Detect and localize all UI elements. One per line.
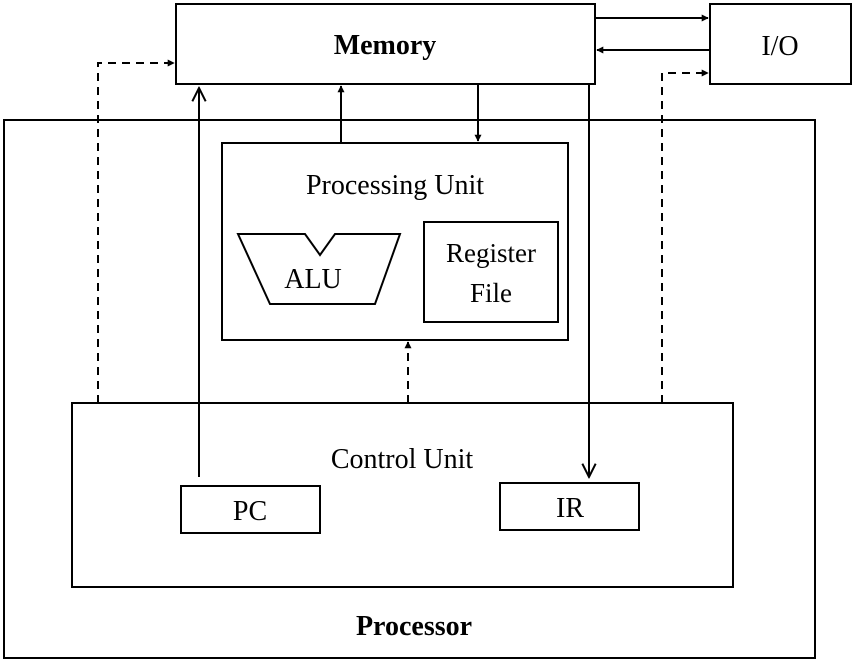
alu-label: ALU xyxy=(284,264,342,295)
control-to-memory-dashed-arrow xyxy=(97,59,175,403)
processor-label: Processor xyxy=(356,611,472,642)
control-to-io-dashed-arrow xyxy=(661,69,709,403)
ir-label: IR xyxy=(556,493,584,524)
register-file-box xyxy=(423,221,559,323)
processing-unit-label: Processing Unit xyxy=(306,170,484,201)
memory-label: Memory xyxy=(334,30,437,61)
ir-box xyxy=(499,482,640,531)
alu-shape xyxy=(236,233,402,305)
register-file-label-line2: File xyxy=(470,278,512,308)
control-unit-label: Control Unit xyxy=(331,444,474,475)
register-file-label-line1: Register xyxy=(446,238,536,268)
io-label: I/O xyxy=(761,31,798,62)
pc-label: PC xyxy=(233,496,267,527)
memory-box xyxy=(175,3,596,85)
io-box xyxy=(709,3,852,85)
pc-box xyxy=(180,485,321,534)
